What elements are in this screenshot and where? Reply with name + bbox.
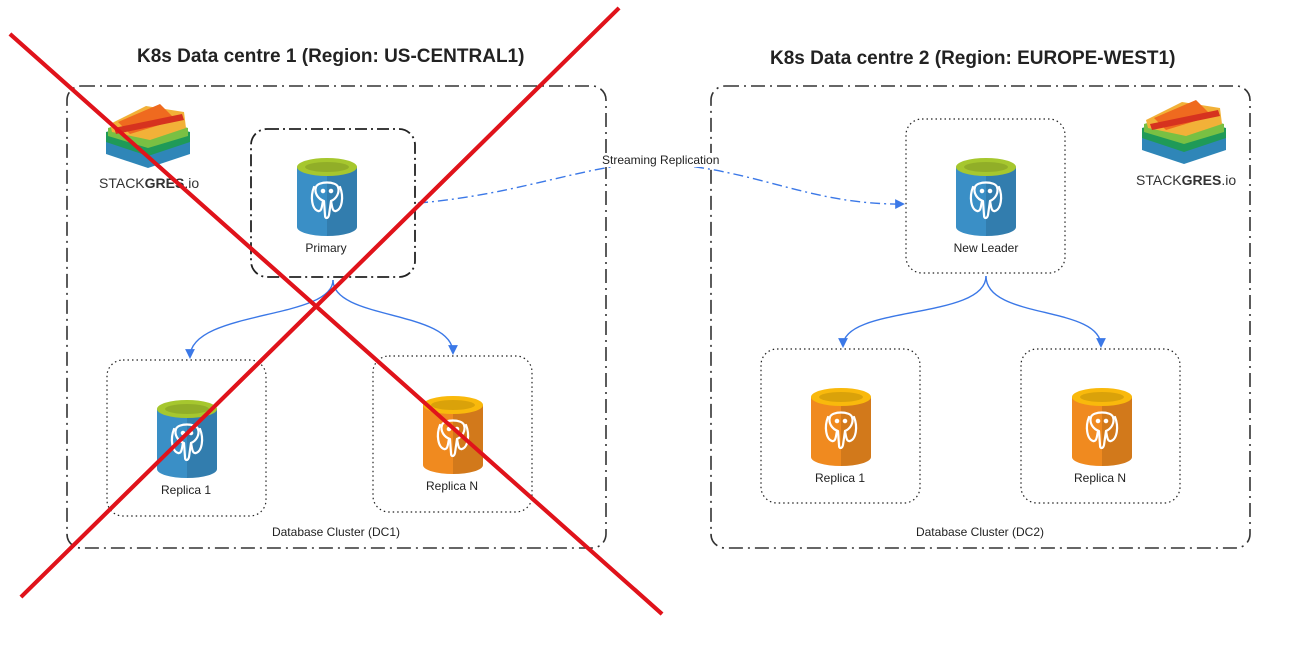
replication-label: Streaming Replication <box>601 153 721 167</box>
dc2-arrow-replican <box>985 275 1106 348</box>
dc2-cluster-label: Database Cluster (DC2) <box>915 525 1045 539</box>
cross-line-2 <box>19 6 621 599</box>
dc2-replica1-box <box>760 348 921 504</box>
stackgres-logo-icon <box>106 104 190 168</box>
primary-label: Primary <box>305 241 347 255</box>
dc1-cluster-label: Database Cluster (DC1) <box>271 525 401 539</box>
dc2-title: K8s Data centre 2 (Region: EUROPE-WEST1) <box>770 48 1176 69</box>
dc1-arrow-replica1 <box>185 279 334 359</box>
stackgres-logo-icon <box>1142 100 1226 164</box>
dc1-arrow-replican <box>332 279 458 355</box>
dc1-replican-label: Replica N <box>425 479 479 493</box>
replication-arrow <box>417 162 905 209</box>
dc2-replican-box <box>1020 348 1181 504</box>
dc1-stackgres-logo <box>100 98 196 178</box>
dc2-logo-text: STACKGRES.io <box>1136 172 1237 188</box>
dc2-replican-label: Replica N <box>1073 471 1127 485</box>
leader-box <box>905 118 1066 274</box>
dc2-replica1-label: Replica 1 <box>814 471 866 485</box>
dc2-stackgres-logo <box>1136 94 1232 174</box>
leader-label: New Leader <box>953 241 1019 255</box>
leader-db-icon <box>956 158 1016 236</box>
dc2-replica1-db-icon <box>811 388 871 466</box>
dc1-logo-text: STACKGRES.io <box>99 175 200 191</box>
dc2-replican-db-icon <box>1072 388 1132 466</box>
dc1-replica1-db-icon <box>157 400 217 478</box>
dc2-arrow-replica1 <box>838 275 987 348</box>
primary-db-icon <box>297 158 357 236</box>
dc1-replica1-label: Replica 1 <box>160 483 212 497</box>
dc1-replican-db-icon <box>423 396 483 474</box>
